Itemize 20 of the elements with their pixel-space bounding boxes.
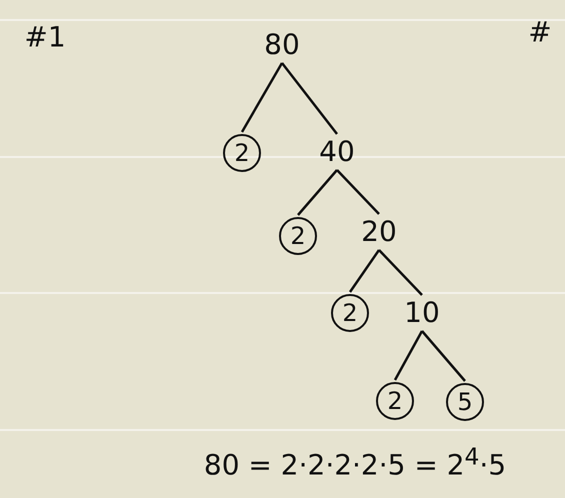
prime-circle: 2 [279,217,317,255]
prime-circle: 5 [446,383,484,421]
factor-number: 40 [316,136,358,168]
page-number: # [528,16,552,48]
factor-number: 20 [358,216,400,248]
branch-line [378,249,423,296]
factor-number: 80 [261,29,303,61]
branch-line [240,62,284,133]
factor-number: 10 [401,297,443,329]
branch-line [394,330,424,381]
equation: 80 = 2·2·2·2·5 = 2$^{4}$·5 [204,442,506,482]
branch-line [348,249,380,293]
prime-circle: 2 [223,134,261,172]
prime-circle: 2 [376,382,414,420]
branch-line [281,62,338,135]
branch-line [297,169,338,216]
branch-line [421,330,466,382]
prime-circle: 2 [331,294,369,332]
branch-line [336,169,380,215]
page-number: #1 [24,20,66,54]
